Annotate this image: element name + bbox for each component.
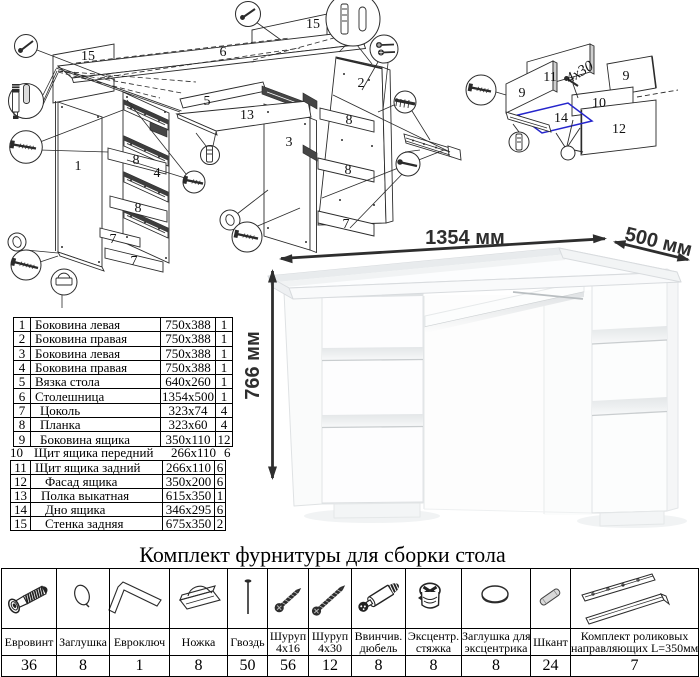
- svg-text:11: 11: [543, 70, 556, 85]
- svg-text:7: 7: [110, 232, 117, 247]
- svg-text:8: 8: [346, 113, 353, 128]
- svg-text:1: 1: [75, 159, 82, 174]
- svg-text:7: 7: [343, 217, 350, 232]
- svg-text:15: 15: [81, 49, 95, 64]
- svg-text:5: 5: [204, 94, 211, 109]
- svg-text:4: 4: [154, 166, 161, 181]
- svg-text:15: 15: [306, 17, 320, 32]
- svg-text:500 мм: 500 мм: [623, 223, 695, 261]
- svg-text:9: 9: [519, 86, 526, 101]
- svg-text:10: 10: [592, 96, 606, 111]
- svg-text:1354 мм: 1354 мм: [425, 227, 505, 249]
- svg-text:8: 8: [135, 201, 142, 216]
- svg-text:3: 3: [286, 135, 293, 150]
- svg-text:766 мм: 766 мм: [242, 331, 264, 400]
- svg-text:2: 2: [358, 76, 365, 91]
- svg-text:9: 9: [623, 69, 630, 84]
- svg-text:12: 12: [612, 122, 626, 137]
- svg-text:8: 8: [133, 153, 140, 168]
- svg-text:8: 8: [345, 163, 352, 178]
- svg-text:14: 14: [554, 111, 568, 126]
- svg-text:13: 13: [240, 108, 254, 123]
- svg-text:7: 7: [131, 254, 138, 269]
- svg-text:6: 6: [220, 45, 227, 60]
